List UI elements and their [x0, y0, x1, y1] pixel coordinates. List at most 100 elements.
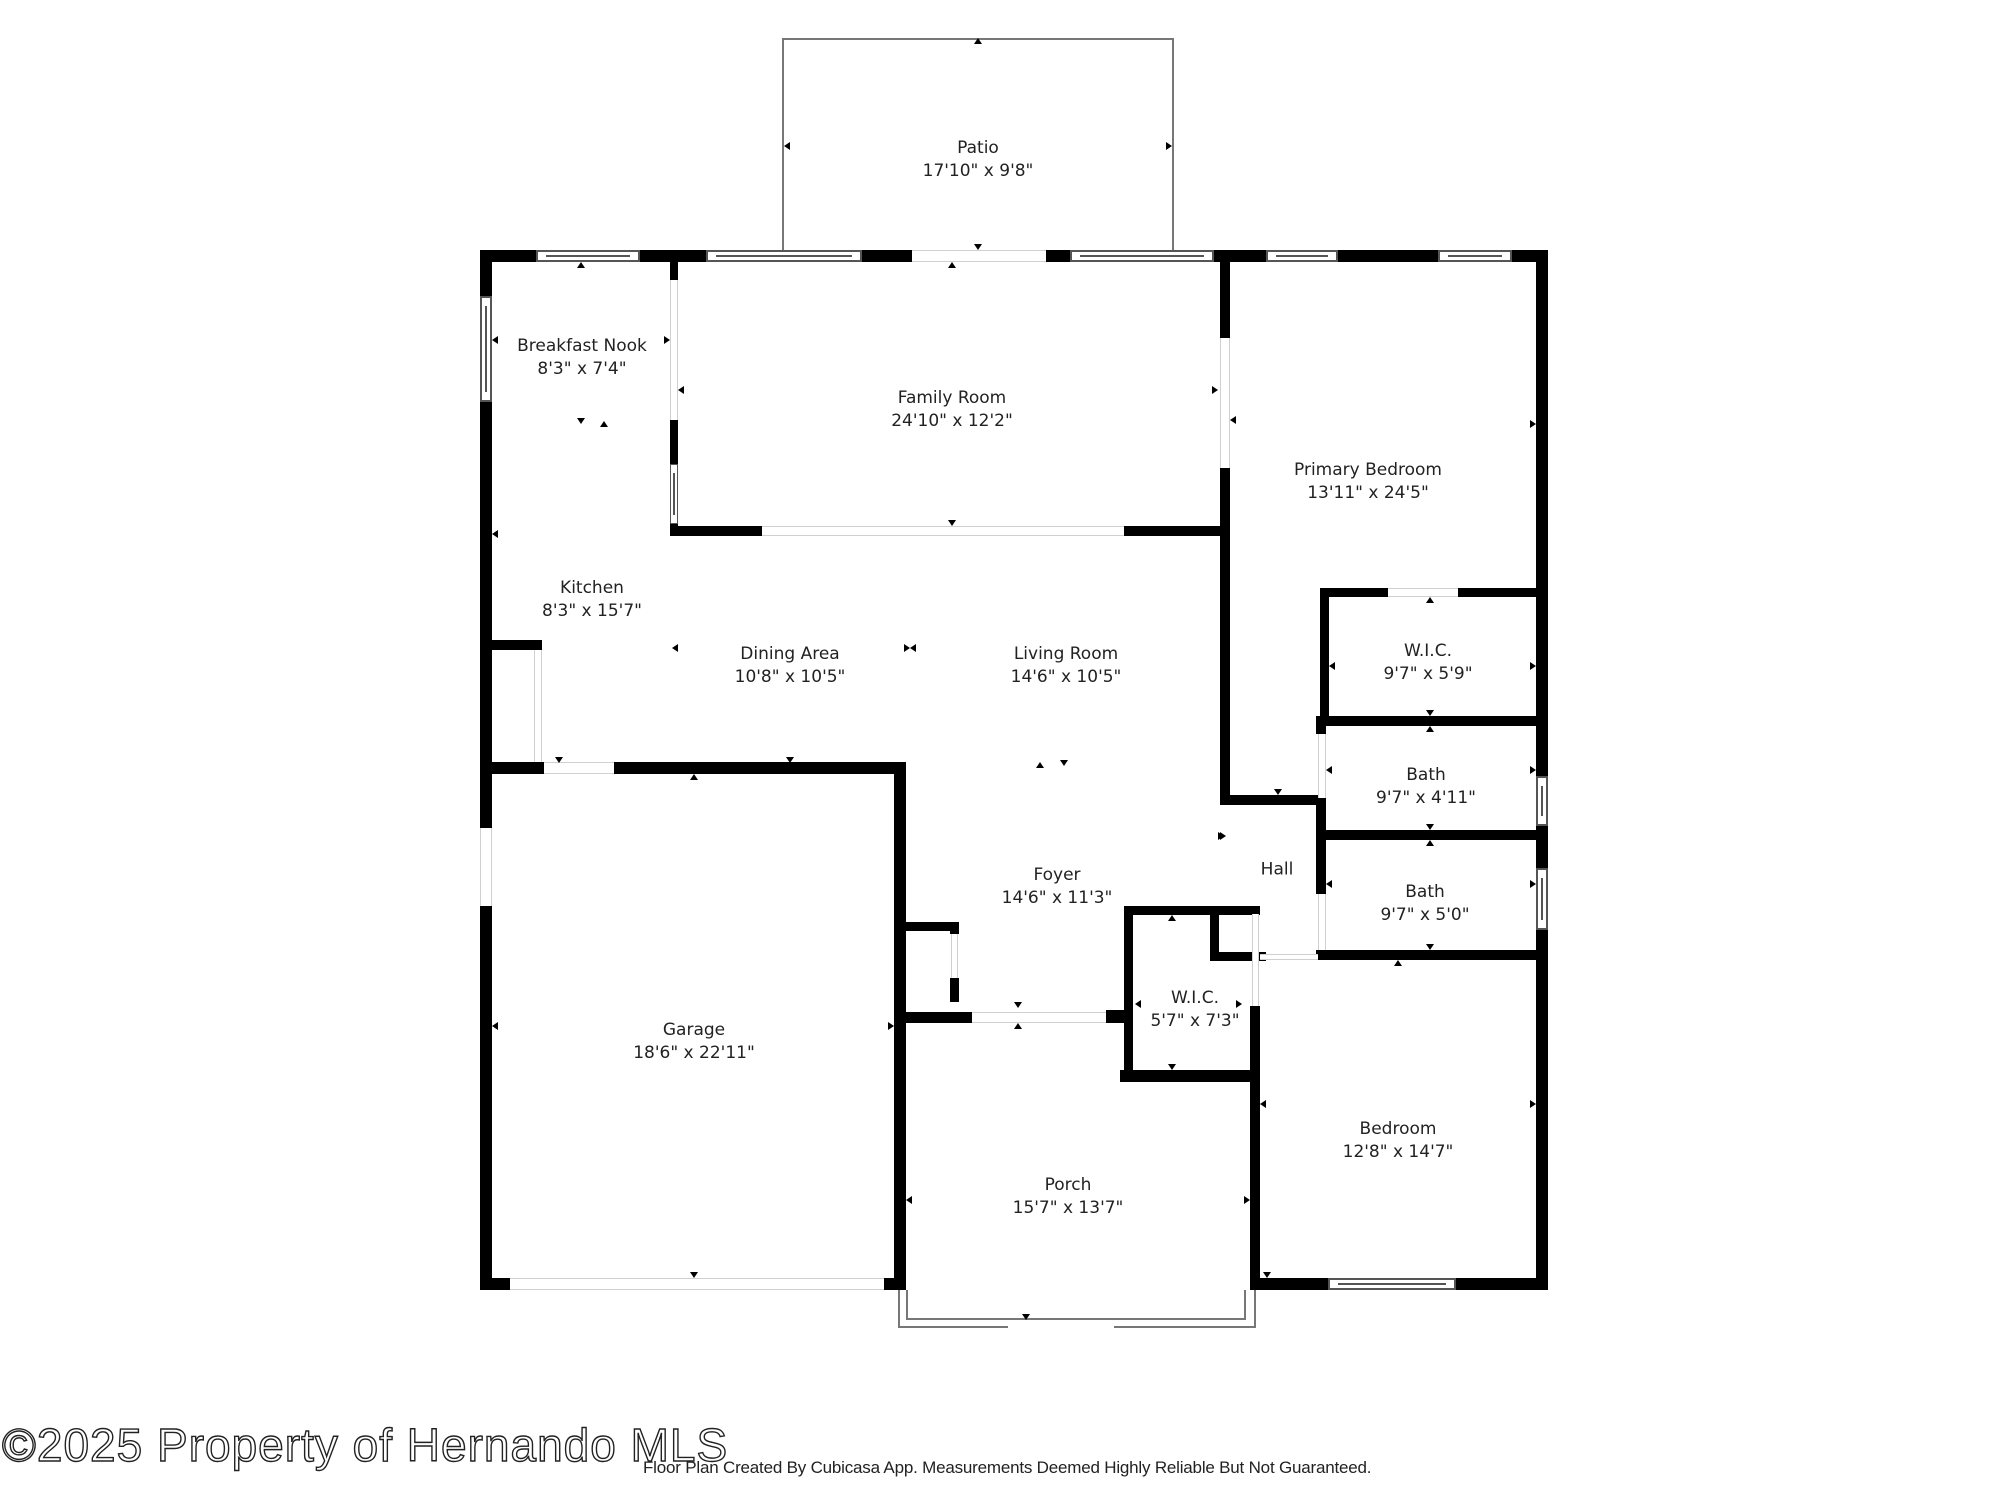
family-primary-opening[interactable]: [1220, 338, 1230, 468]
bedroom-door[interactable]: [1260, 954, 1318, 960]
wall-bath-left-mid: [1316, 798, 1326, 894]
dimension-marker: [948, 520, 956, 526]
patio-door-opening[interactable]: [912, 250, 1046, 262]
dimension-marker: [1426, 840, 1434, 846]
window-primary-top-left: [1266, 250, 1338, 262]
room-name: Porch: [1044, 1175, 1092, 1196]
wall-wic2-top: [1124, 906, 1260, 915]
dimension-marker: [1212, 386, 1218, 394]
wall-wic2-inner-h: [1210, 952, 1266, 961]
wall-closet-right-bottom: [950, 978, 959, 1002]
dimension-marker: [948, 262, 956, 268]
garage-side-door[interactable]: [480, 828, 492, 906]
bath2-door[interactable]: [1318, 894, 1326, 952]
dimension-marker: [1426, 824, 1434, 830]
room-name: Bedroom: [1359, 1119, 1437, 1140]
wall-pantry-top: [480, 640, 542, 650]
dimension-marker: [1220, 648, 1226, 656]
dimension-marker: [672, 644, 678, 652]
room-name: Dining Area: [740, 644, 840, 665]
room-bedroom: Bedroom 12'8" x 14'7": [1343, 1118, 1454, 1164]
room-bath-1: Bath 9'7" x 4'11": [1376, 764, 1476, 810]
dimension-marker: [1218, 832, 1224, 840]
room-breakfast-nook: Breakfast Nook 8'3" x 7'4": [517, 335, 647, 381]
window-primary-top-right: [1438, 250, 1512, 262]
wall-porch-bedroom: [1250, 1006, 1260, 1290]
wall-foyer-porch-right: [1106, 1010, 1124, 1023]
dimension-marker: [1022, 1314, 1030, 1320]
room-patio: Patio 17'10" x 9'8": [923, 137, 1034, 183]
family-living-opening[interactable]: [762, 526, 1124, 536]
wall-closet-right-top: [950, 922, 959, 934]
dimension-marker: [910, 644, 916, 652]
closet-door[interactable]: [951, 934, 958, 990]
wall-left-1: [480, 250, 492, 296]
bath1-door[interactable]: [1318, 734, 1326, 798]
wic2-door[interactable]: [1252, 914, 1259, 1006]
dimension-marker: [492, 336, 498, 344]
wall-bath1-left-top: [1316, 716, 1326, 734]
dimension-marker: [492, 530, 498, 538]
wall-wic-top-right: [1458, 588, 1538, 597]
room-name: Patio: [957, 138, 999, 159]
nook-family-opening-1[interactable]: [670, 280, 678, 420]
kitchen-garage-door[interactable]: [544, 762, 614, 774]
wall-foyer-porch-left: [906, 1012, 972, 1023]
dimension-marker: [974, 244, 982, 250]
room-name: Bath: [1406, 765, 1446, 786]
room-dimensions: 9'7" x 5'9": [1383, 664, 1473, 684]
wall-bath2-bottom: [1316, 950, 1548, 960]
window-bath2-right: [1536, 868, 1548, 930]
dimension-marker: [1394, 960, 1402, 966]
dimension-marker: [784, 142, 790, 150]
porch-inner-line: [906, 1290, 1246, 1320]
dimension-marker: [1166, 142, 1172, 150]
dimension-marker: [1274, 789, 1282, 795]
room-dimensions: 15'7" x 13'7": [1012, 1198, 1124, 1218]
room-dimensions: 17'10" x 9'8": [922, 161, 1034, 181]
wall-wic2-left: [1124, 906, 1133, 1076]
dimension-marker: [1326, 766, 1332, 774]
dimension-marker: [1426, 597, 1434, 603]
porch-outline-right: [1114, 1290, 1256, 1328]
room-name: Living Room: [1013, 644, 1119, 665]
wall-wic2-bottom: [1120, 1070, 1256, 1082]
wall-wic-top-left: [1320, 588, 1388, 597]
room-dimensions: 24'10" x 12'2": [891, 411, 1013, 431]
room-hall: Hall: [1261, 859, 1294, 882]
dimension-marker: [600, 421, 608, 427]
wall-wic2-inner-v: [1210, 906, 1219, 960]
wall-primary-bottom: [1220, 795, 1324, 805]
dimension-marker: [1168, 915, 1176, 921]
room-name: Foyer: [1033, 865, 1081, 886]
room-foyer: Foyer 14'6" x 11'3": [1002, 864, 1113, 910]
window-family-top-left: [706, 250, 862, 262]
front-door-opening[interactable]: [972, 1012, 1106, 1023]
dimension-marker: [1260, 1100, 1266, 1108]
dimension-marker: [1244, 1196, 1250, 1204]
wall-wic-left: [1320, 588, 1329, 722]
room-dimensions: 10'8" x 10'5": [734, 667, 846, 687]
dimension-marker: [492, 1022, 498, 1030]
window-bath1-right: [1536, 776, 1548, 826]
wall-top-4: [1046, 250, 1070, 262]
room-dimensions: 5'7" x 7'3": [1150, 1011, 1240, 1031]
room-primary-bedroom: Primary Bedroom 13'11" x 24'5": [1294, 459, 1442, 505]
wic-primary-door[interactable]: [1388, 588, 1458, 597]
dimension-marker: [906, 1196, 912, 1204]
pantry-door[interactable]: [534, 650, 542, 762]
dimension-marker: [1426, 944, 1434, 950]
room-dimensions: 9'7" x 4'11": [1376, 788, 1476, 808]
room-family-room: Family Room 24'10" x 12'2": [891, 387, 1013, 433]
dimension-marker: [1036, 762, 1044, 768]
floor-plan-disclaimer: Floor Plan Created By Cubicasa App. Meas…: [643, 1458, 1372, 1477]
room-dimensions: 9'7" x 5'0": [1380, 905, 1470, 925]
dimension-marker: [1426, 710, 1434, 716]
room-wic-2: W.I.C. 5'7" x 7'3": [1150, 987, 1239, 1033]
room-living-room: Living Room 14'6" x 10'5": [1011, 643, 1122, 689]
garage-door-opening[interactable]: [510, 1278, 884, 1290]
room-porch: Porch 15'7" x 13'7": [1013, 1174, 1124, 1220]
wall-kitchen-garage-1: [480, 762, 544, 774]
window-bedroom-bottom: [1328, 1278, 1456, 1290]
wall-garage-right: [894, 762, 906, 1290]
